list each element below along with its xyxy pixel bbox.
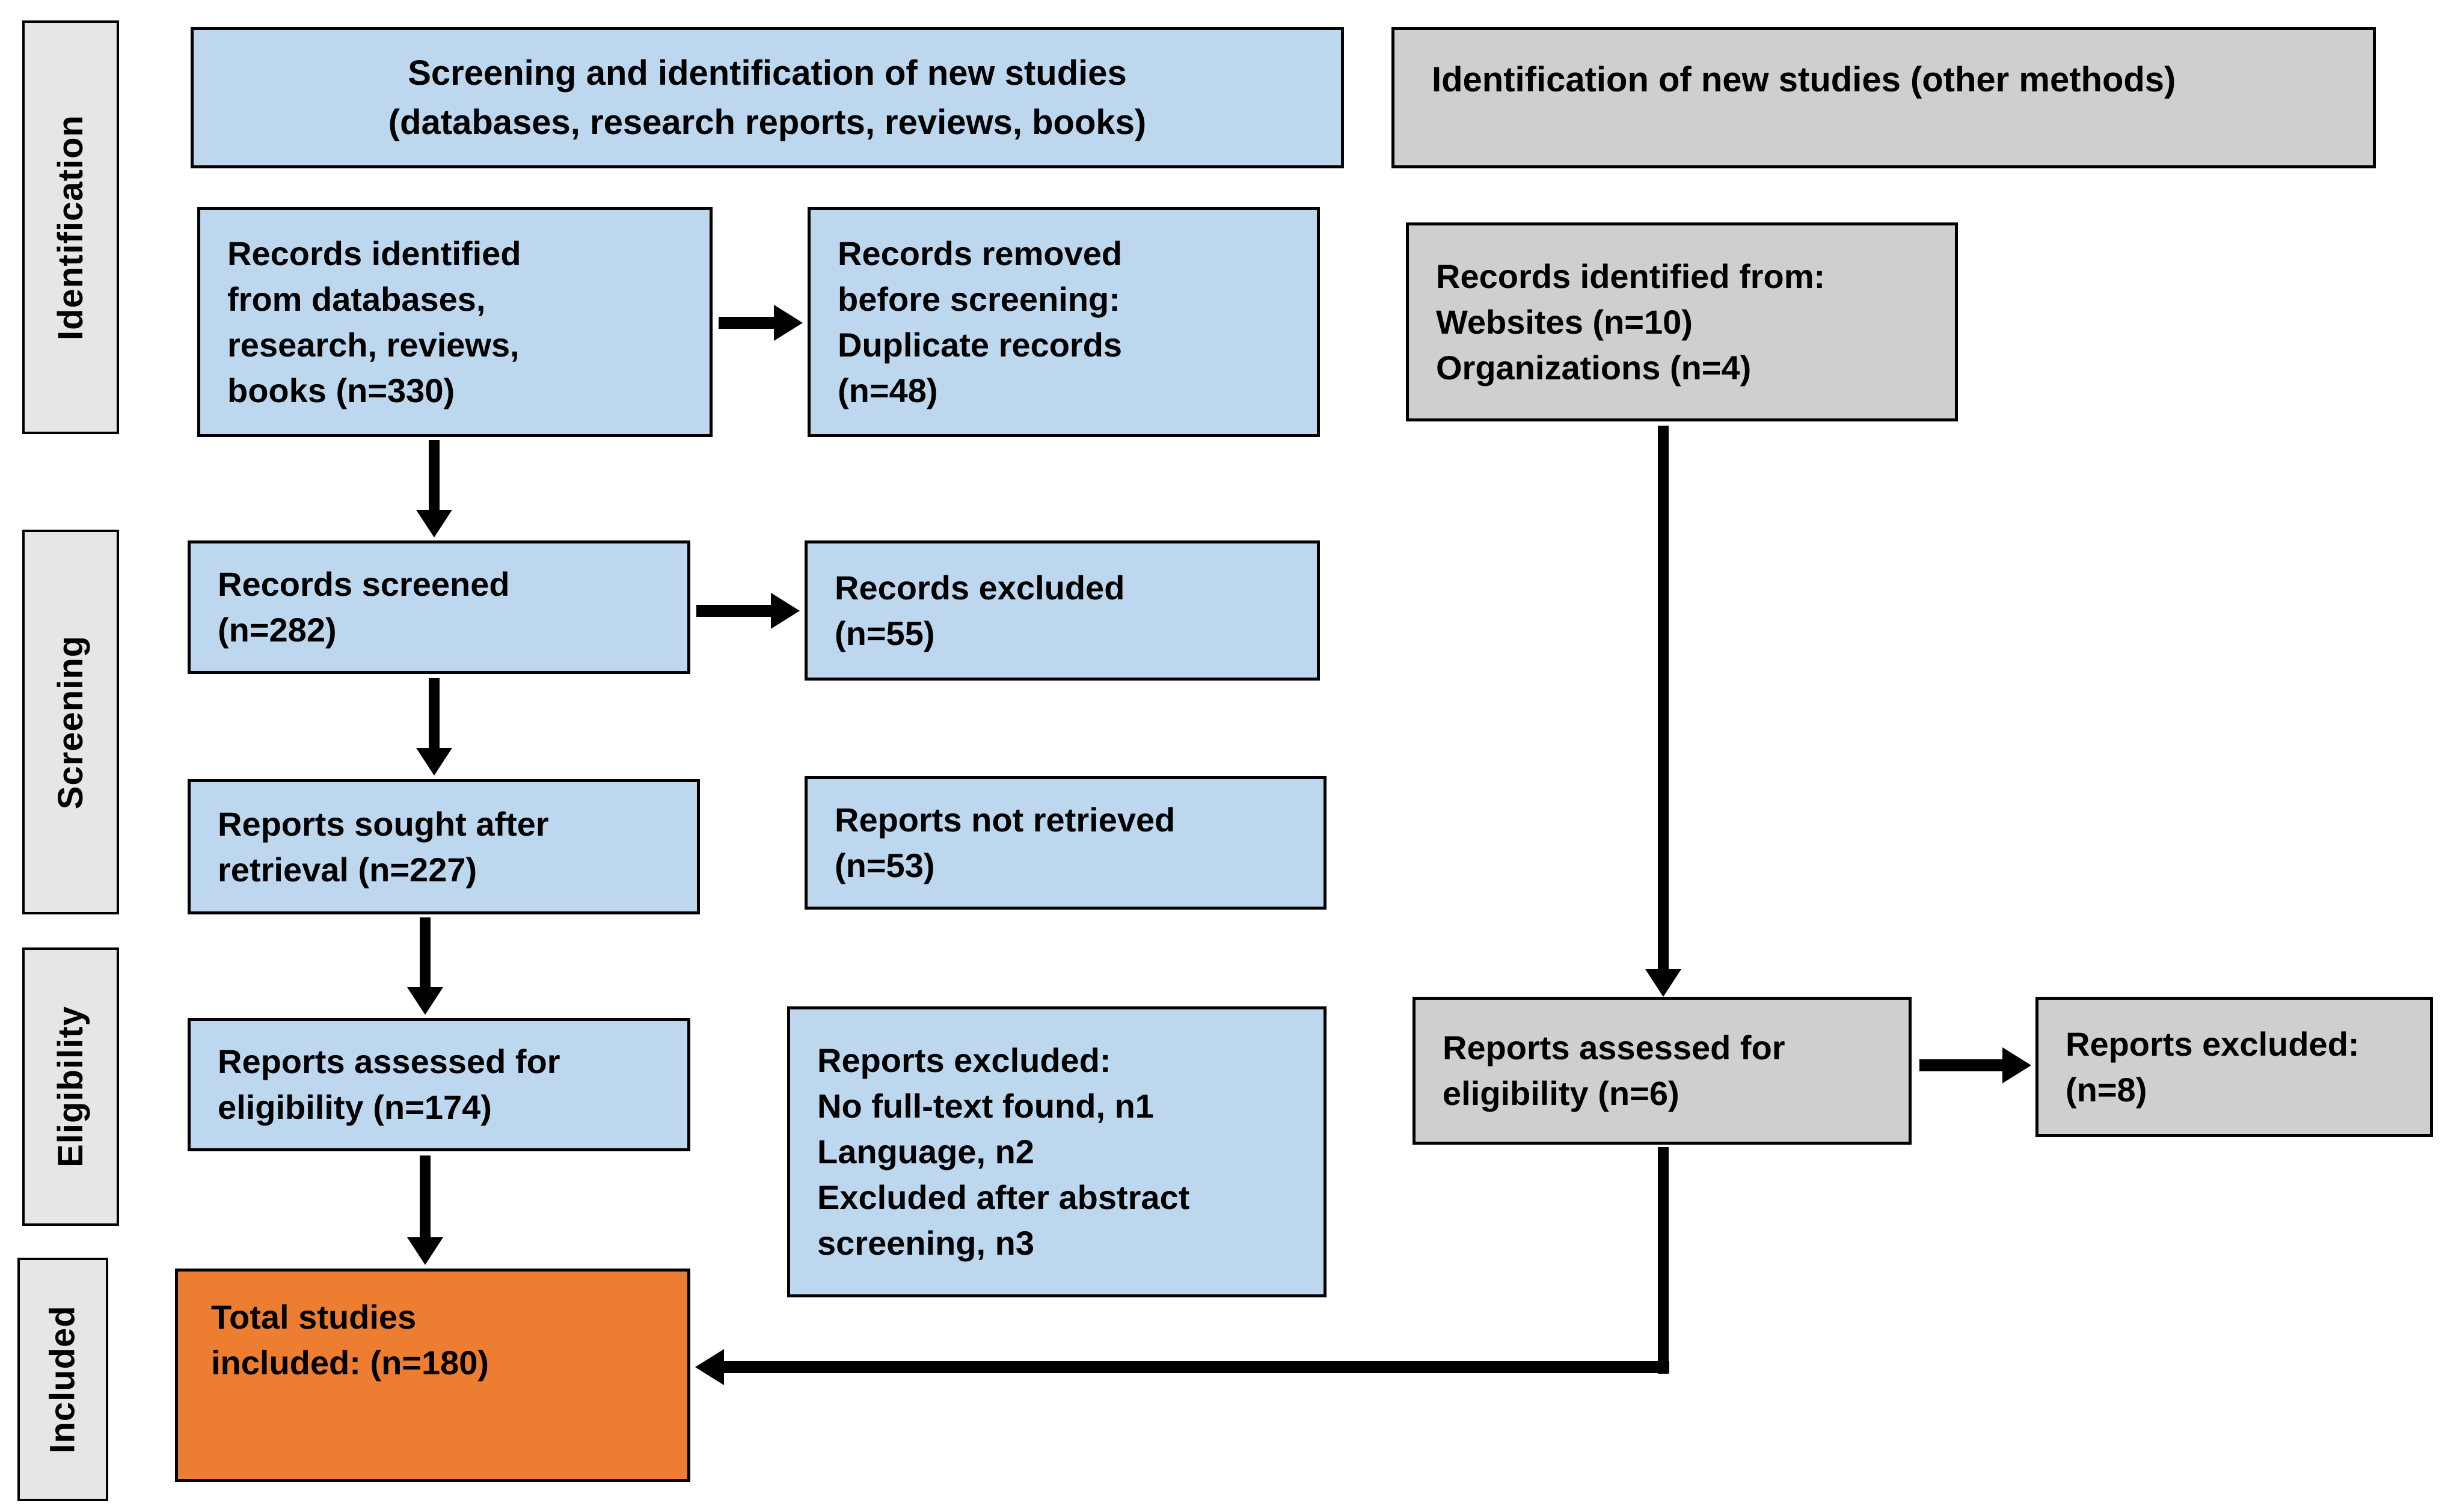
box-reports-sought-text: Reports sought after retrieval (n=227)	[218, 804, 549, 889]
arrow-head-down-icon	[416, 748, 452, 776]
arrow-head-down-icon	[416, 510, 452, 537]
arrow-head-right-icon	[774, 305, 803, 341]
box-reports-not-retrieved-text: Reports not retrieved (n=53)	[835, 801, 1176, 884]
arrow-shaft	[1658, 426, 1669, 973]
arrow-right-identified-to-removed	[719, 304, 803, 342]
arrow-shaft	[696, 605, 775, 617]
arrow-down-assessed-to-included	[406, 1155, 444, 1265]
box-records-screened: Records screened (n=282)	[188, 540, 690, 674]
arrow-head-left-icon	[695, 1349, 724, 1385]
arrow-shaft	[719, 317, 778, 329]
arrow-shaft	[420, 917, 431, 991]
header-right-text: Identification of new studies (other met…	[1432, 60, 2176, 99]
header-left-text: Screening and identification of new stud…	[388, 53, 1147, 142]
stage-label-eligibility-text: Eligibility	[51, 1006, 90, 1168]
stage-label-included-text: Included	[43, 1305, 82, 1454]
stage-label-eligibility: Eligibility	[22, 947, 119, 1226]
arrow-head-down-icon	[407, 987, 443, 1015]
arrow-down-sought-to-assessed	[406, 917, 444, 1015]
box-reports-assessed-eligibility: Reports assessed for eligibility (n=174)	[188, 1018, 690, 1151]
box-records-screened-text: Records screened (n=282)	[218, 565, 510, 649]
box-records-excluded-text: Records excluded (n=55)	[835, 568, 1125, 652]
box-reports-not-retrieved: Reports not retrieved (n=53)	[805, 776, 1327, 910]
box-records-removed-text: Records removed before screening: Duplic…	[838, 234, 1123, 409]
stage-label-identification-text: Identification	[51, 114, 91, 340]
stage-label-included: Included	[17, 1258, 108, 1501]
box-reports-excluded-reasons-text: Reports excluded: No full-text found, n1…	[817, 1041, 1190, 1262]
arrow-head-down-icon	[1645, 969, 1681, 997]
box-records-identified-other-methods: Records identified from: Websites (n=10)…	[1406, 222, 1958, 421]
box-reports-assessed-other-methods: Reports assessed for eligibility (n=6)	[1413, 997, 1912, 1145]
arrow-right-screened-to-excluded	[696, 592, 800, 630]
box-reports-excluded-other-text: Reports excluded: (n=8)	[2066, 1024, 2360, 1109]
arrow-head-right-icon	[771, 593, 800, 629]
arrow-shaft	[1919, 1059, 2006, 1071]
stage-label-identification: Identification	[22, 20, 119, 434]
arrow-shaft	[720, 1361, 1669, 1373]
box-records-excluded: Records excluded (n=55)	[805, 540, 1320, 681]
arrow-shaft	[429, 678, 440, 751]
box-reports-excluded-reasons: Reports excluded: No full-text found, n1…	[787, 1006, 1327, 1297]
arrow-right-assessed-other-to-excluded-other	[1919, 1046, 2031, 1085]
arrow-down-other-records-to-assessed	[1644, 426, 1682, 997]
arrow-shaft	[429, 440, 440, 513]
arrow-down-screened-to-sought	[415, 678, 453, 776]
box-records-removed-before-screening: Records removed before screening: Duplic…	[808, 207, 1320, 437]
box-records-identified-text: Records identified from databases, resea…	[227, 234, 521, 409]
arrow-head-down-icon	[407, 1237, 443, 1265]
arrow-down-identified-to-screened	[415, 440, 453, 537]
box-records-identified: Records identified from databases, resea…	[197, 207, 713, 437]
header-screening-identification-new-studies: Screening and identification of new stud…	[191, 27, 1344, 168]
box-total-studies-included: Total studies included: (n=180)	[175, 1269, 690, 1482]
box-records-identified-other-text: Records identified from: Websites (n=10)…	[1436, 257, 1826, 387]
box-reports-assessed-text: Reports assessed for eligibility (n=174)	[218, 1042, 560, 1126]
arrow-head-right-icon	[2002, 1047, 2031, 1083]
box-total-included-text: Total studies included: (n=180)	[211, 1298, 489, 1382]
box-reports-assessed-other-text: Reports assessed for eligibility (n=6)	[1443, 1029, 1785, 1112]
connector-vertical-other-to-total	[1658, 1147, 1669, 1374]
stage-label-screening-text: Screening	[51, 635, 90, 809]
stage-label-screening: Screening	[22, 530, 119, 914]
box-reports-excluded-other-methods: Reports excluded: (n=8)	[2035, 997, 2433, 1137]
box-reports-sought: Reports sought after retrieval (n=227)	[188, 779, 700, 914]
header-identification-other-methods: Identification of new studies (other met…	[1391, 27, 2376, 168]
arrow-shaft	[420, 1155, 431, 1241]
arrow-left-other-to-total-included	[695, 1348, 1669, 1386]
